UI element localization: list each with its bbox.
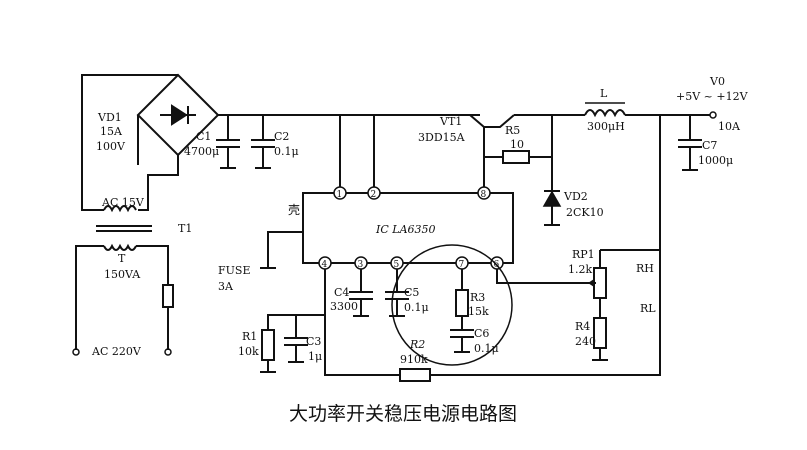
c4-value: 3300 xyxy=(330,300,358,313)
c1-name: C1 xyxy=(196,130,211,143)
c5-value: 0.1μ xyxy=(404,301,429,314)
pin-5: 5 xyxy=(394,260,400,270)
c7-value: 1000μ xyxy=(698,154,733,167)
c7-name: C7 xyxy=(702,139,717,152)
case-label: 壳 xyxy=(288,203,300,217)
vd1-name: VD1 xyxy=(97,111,122,124)
ac220-terminal-left xyxy=(72,348,80,356)
c4-name: C4 xyxy=(334,286,349,299)
c6-name: C6 xyxy=(474,327,489,340)
capacitor-c2 xyxy=(251,115,275,169)
c1-value: 4700μ xyxy=(184,145,219,158)
transformer-secondary-coil xyxy=(96,205,152,251)
capacitor-c4 xyxy=(349,269,373,317)
output-current: 10A xyxy=(718,120,741,133)
r2-name: R2 xyxy=(409,338,425,351)
primary-fuse xyxy=(162,284,174,308)
pin-3: 3 xyxy=(358,260,364,270)
capacitor-c1 xyxy=(216,115,240,169)
c2-name: C2 xyxy=(274,130,289,143)
bridge-rectifier xyxy=(136,73,220,157)
fuse-value: 3A xyxy=(218,280,234,293)
r1-name: R1 xyxy=(242,330,257,343)
transformer-rating: 150VA xyxy=(104,268,141,281)
ic-pins xyxy=(318,186,504,270)
inductor-l xyxy=(584,102,626,118)
c2-value: 0.1μ xyxy=(274,145,299,158)
output-terminal xyxy=(709,111,717,119)
highlight-circle xyxy=(391,244,513,366)
c6-value: 0.1μ xyxy=(474,342,499,355)
l-name: L xyxy=(600,87,608,100)
vd1-rating-voltage: 100V xyxy=(96,140,126,153)
capacitor-c5 xyxy=(385,269,409,317)
ic-body xyxy=(302,192,514,264)
c3-value: 1μ xyxy=(308,350,322,363)
l-value: 300μH xyxy=(587,120,625,133)
ac220-label: AC 220V xyxy=(91,345,142,358)
rp1-value: 1.2k xyxy=(568,263,592,276)
vd2-model: 2CK10 xyxy=(566,206,604,219)
diode-vd2 xyxy=(542,157,562,226)
resistor-r1 xyxy=(261,329,275,361)
vd1-rating-current: 15A xyxy=(100,125,123,138)
capacitor-c3 xyxy=(284,315,308,363)
rp1-name: RP1 xyxy=(572,248,595,261)
output-name: V0 xyxy=(709,75,725,88)
resistor-r5 xyxy=(502,150,530,164)
vt1-name: VT1 xyxy=(439,115,462,128)
c5-name: C5 xyxy=(404,286,419,299)
labels: VD1 15A 100V AC 15V T1 T 150VA AC 220V C… xyxy=(91,75,749,425)
fuse-name: FUSE xyxy=(218,264,250,277)
r2-value: 910k xyxy=(400,353,428,366)
r5-value: 10 xyxy=(510,138,524,151)
diagram-caption: 大功率开关稳压电源电路图 xyxy=(289,403,517,425)
r3-value: 15k xyxy=(468,305,489,318)
c3-name: C3 xyxy=(306,335,321,348)
transformer-name: T xyxy=(118,252,126,265)
t1-label: T1 xyxy=(178,222,192,235)
resistor-r3 xyxy=(455,289,469,317)
resistor-r2 xyxy=(399,368,431,382)
ac15-label: AC 15V xyxy=(101,196,145,209)
pin-2: 2 xyxy=(371,190,377,200)
pin-8: 8 xyxy=(481,190,487,200)
r4-value: 240 xyxy=(575,335,596,348)
vt1-model: 3DD15A xyxy=(418,131,466,144)
r3-name: R3 xyxy=(470,291,485,304)
pin-4: 4 xyxy=(322,260,328,270)
r5-name: R5 xyxy=(505,124,520,137)
pin-1: 1 xyxy=(337,190,343,200)
pin-7: 7 xyxy=(459,260,465,270)
rl-label: RL xyxy=(640,302,656,315)
r4-name: R4 xyxy=(575,320,590,333)
r1-value: 10k xyxy=(238,345,259,358)
capacitor-c7 xyxy=(678,115,702,171)
output-range: +5V ~ +12V xyxy=(676,90,749,103)
ac220-terminal-right xyxy=(164,348,172,356)
vd2-name: VD2 xyxy=(563,190,588,203)
rh-label: RH xyxy=(636,262,654,275)
pin-6: 6 xyxy=(494,260,500,270)
ic-label: IC LA6350 xyxy=(375,223,436,236)
